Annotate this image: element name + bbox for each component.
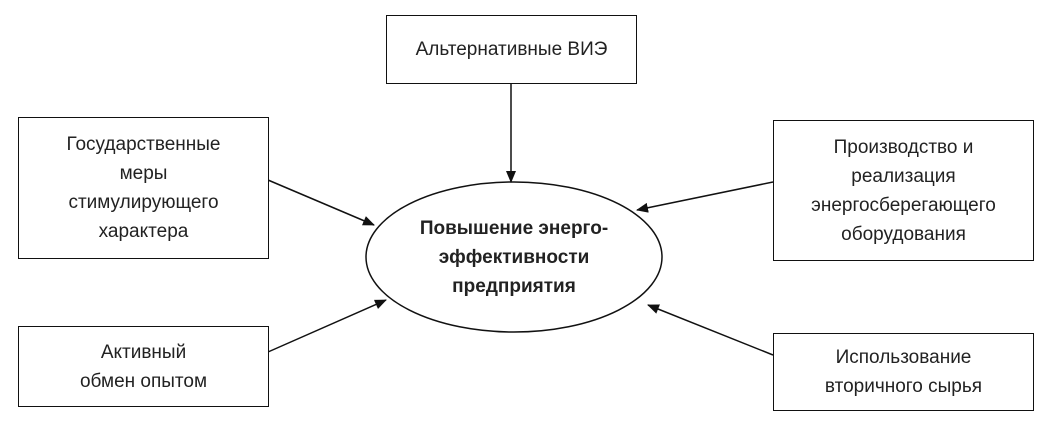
central-goal: Повышение энерго- эффективности предприя… <box>366 182 662 332</box>
center-line: Повышение энерго- <box>419 217 609 239</box>
box-text: реализация <box>851 165 956 187</box>
box-text: вторичного сырья <box>824 376 983 397</box>
factor-box-equipment-production: Производство и реализация энергосберегаю… <box>773 120 1034 261</box>
factor-box-secondary-raw-materials: Использование вторичного сырья <box>773 333 1034 411</box>
arrow-right-top <box>636 181 774 213</box>
box-text: характера <box>98 221 189 242</box>
center-line: эффективности <box>438 246 590 268</box>
arrow-left-bottom <box>267 299 387 353</box>
box-text: обмен опытом <box>79 370 208 392</box>
factor-box-alternative-energy: Альтернативные ВИЭ <box>386 15 637 84</box>
arrow-left-top <box>267 179 375 226</box>
center-line: предприятия <box>452 275 576 297</box>
box-text: Активный <box>100 341 187 363</box>
box-text: стимулирующего <box>68 192 219 213</box>
factor-box-experience-exchange: Активный обмен опытом <box>18 326 269 407</box>
arrow-right-bottom <box>647 304 774 356</box>
box-text: Государственные <box>66 134 221 155</box>
box-text: Использование <box>835 347 972 368</box>
box-text: Производство и <box>833 136 974 158</box>
box-text: Альтернативные ВИЭ <box>415 39 608 60</box>
box-text: энергосберегающего <box>811 194 996 216</box>
box-text: меры <box>119 163 168 184</box>
box-text: оборудования <box>841 223 966 245</box>
factor-box-state-measures: Государственные меры стимулирующего хара… <box>18 117 269 259</box>
